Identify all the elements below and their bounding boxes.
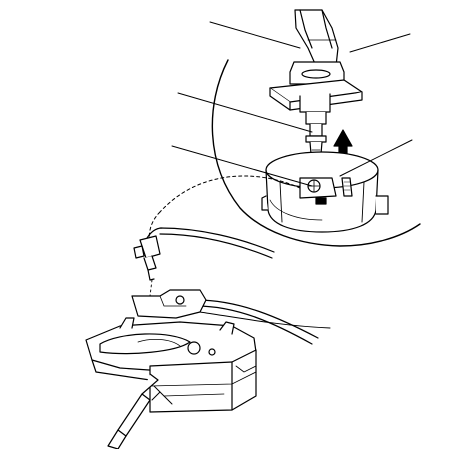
callout-3: [177, 92, 313, 133]
lever-arm: [294, 9, 339, 67]
detail-inset-circle: [211, 59, 421, 247]
cylinder-housing: [261, 151, 389, 233]
callout-2: [349, 33, 411, 53]
cable-end-connector: [133, 235, 161, 297]
holder-bracket: [269, 61, 363, 125]
callout-1: [209, 21, 301, 49]
callout-leaders: [171, 21, 413, 187]
main-assembly: [85, 289, 331, 413]
callout-5: [339, 139, 413, 177]
screwdriver-tool: [107, 373, 173, 449]
shift-cable: [145, 175, 301, 259]
callout-4: [171, 145, 313, 187]
